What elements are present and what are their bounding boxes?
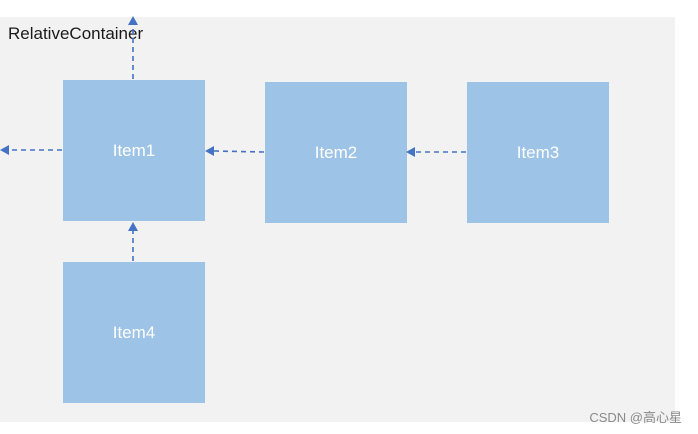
item2-box: Item2 [265,82,407,223]
item1-box: Item1 [63,80,205,221]
watermark: CSDN @高心星 [589,410,682,425]
container-title: RelativeContainer [8,24,144,43]
item3-label: Item3 [516,142,560,162]
item2-label: Item2 [314,142,358,162]
item4-box: Item4 [63,262,205,403]
item4-label: Item4 [112,322,156,342]
item1-label: Item1 [112,140,156,160]
item3-box: Item3 [467,82,609,223]
